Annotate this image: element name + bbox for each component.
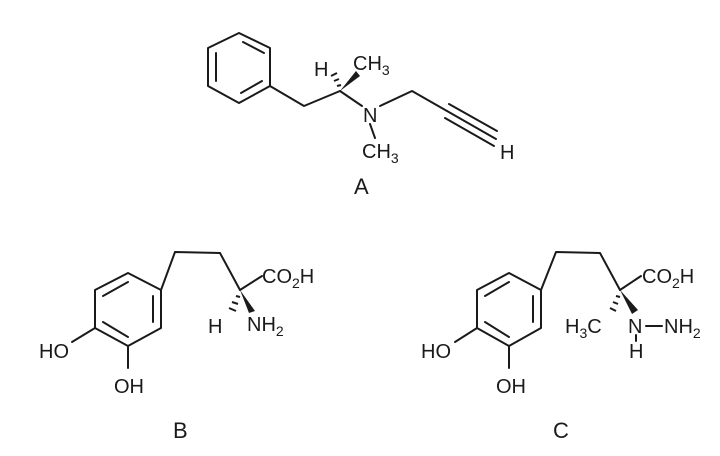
carboxyl-bond-b [239, 275, 263, 291]
label-carboxyl-c: CO2H [642, 266, 694, 291]
label-n-methyl-a: CH3 [362, 141, 399, 166]
wedge-bond-b [240, 290, 255, 313]
hash-bond-b [228, 295, 241, 312]
label-n1-c: N [628, 316, 642, 338]
caption-a: A [354, 174, 369, 199]
benzene-ring-a [207, 32, 271, 104]
ho-bond-b [71, 327, 96, 343]
triple-bond-a1 [446, 110, 497, 140]
caption-c: C [553, 418, 569, 443]
aromatic-bond-a2 [240, 80, 263, 94]
ho-bond-c [454, 327, 478, 343]
label-oh-c: OH [496, 376, 526, 398]
benzyl-chain-a [269, 85, 341, 107]
triple-bond-a3 [444, 117, 495, 147]
wedge-bond-a [340, 71, 360, 91]
label-carboxyl-b: CO2H [262, 266, 314, 291]
label-terminal-h-a: H [500, 142, 514, 164]
label-h-stereo-a: H [314, 59, 328, 81]
molecule-c: CO2H H3C N NH2 H HO OH C [421, 251, 701, 443]
c-n-bond-a [339, 90, 363, 107]
benzene-ring-b [94, 272, 162, 347]
aromatic-bond-b3 [102, 321, 129, 338]
benzene-ring-c [476, 272, 542, 347]
molecule-b: CO2H H NH2 HO OH B [39, 251, 314, 443]
hash-bond-a [330, 72, 342, 87]
propargyl-chain-a [379, 90, 448, 112]
triple-bond-a2 [448, 103, 498, 132]
label-amine-b: NH2 [247, 314, 284, 339]
label-oh-b: OH [114, 376, 144, 398]
label-h-stereo-b: H [208, 316, 222, 338]
label-ho-c: HO [421, 341, 451, 363]
hash-bond-c [609, 295, 621, 312]
molecule-a: H CH3 N CH3 H A [207, 32, 514, 199]
aromatic-bond-a1 [242, 41, 265, 54]
aromatic-bond-b1 [102, 281, 129, 297]
caption-b: B [173, 418, 188, 443]
aromatic-bond-c1 [484, 281, 510, 297]
label-methyl-c: H3C [565, 316, 602, 341]
label-nitrogen-a: N [363, 105, 377, 127]
side-chain-b [160, 251, 241, 291]
label-methyl-a: CH3 [353, 53, 390, 78]
label-ho-b: HO [39, 341, 69, 363]
label-n2-c: NH2 [664, 316, 701, 341]
carboxyl-bond-c [619, 275, 642, 291]
aromatic-bond-c3 [484, 321, 510, 338]
side-chain-c [540, 251, 621, 291]
wedge-bond-c [620, 290, 638, 314]
n-methyl-bond-a [369, 123, 376, 139]
label-nh-c: H [629, 341, 643, 363]
